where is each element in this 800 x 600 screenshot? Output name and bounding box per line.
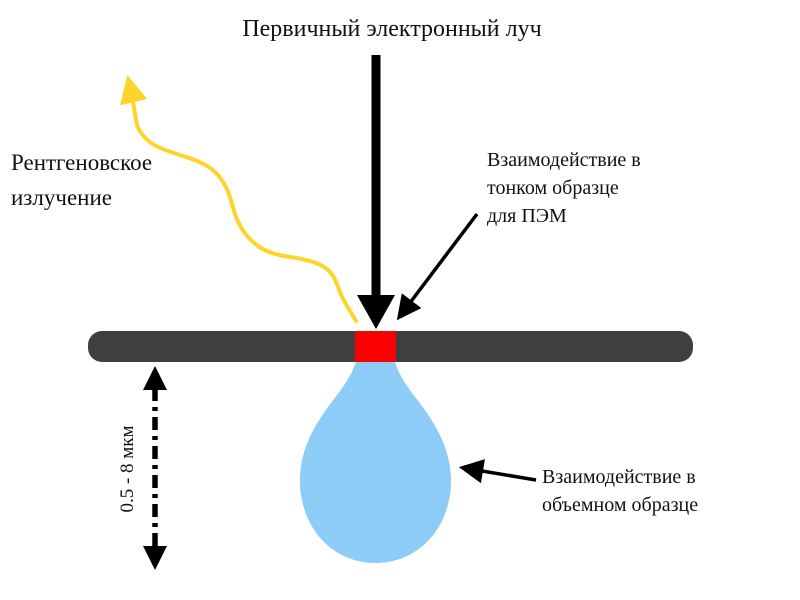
xray-wavy-arrow xyxy=(120,74,358,323)
beam-spot xyxy=(355,331,396,362)
thin-sample-label-line2: тонком образце xyxy=(487,177,619,199)
thin-sample-interaction-label: Взаимодействие в тонком образце для ПЭМ xyxy=(487,146,641,230)
depth-range-label: 0.5 - 8 мкм xyxy=(117,425,138,513)
depth-measure-arrowhead-down-icon xyxy=(143,546,167,570)
xray-radiation-label-line2: излучение xyxy=(11,185,112,210)
thin-sample-label-line3: для ПЭМ xyxy=(487,205,567,227)
bulk-pointer-arrow xyxy=(458,459,537,484)
bulk-sample-label-line1: Взаимодействие в xyxy=(542,466,696,488)
bulk-sample-label-line2: объемном образце xyxy=(542,494,699,516)
primary-beam-arrowhead-icon xyxy=(357,295,395,329)
xray-radiation-label-line1: Рентгеновское xyxy=(11,150,153,175)
xray-radiation-label: Рентгеновское излучение xyxy=(11,145,152,215)
diagram-title: Первичный электронный луч xyxy=(242,16,542,42)
depth-measure-arrowhead-up-icon xyxy=(143,366,167,390)
thin-sample-label-line1: Взаимодействие в xyxy=(487,149,641,171)
bulk-sample-interaction-label: Взаимодействие в объемном образце xyxy=(542,463,698,519)
tem-pointer-arrow xyxy=(396,212,479,321)
interaction-volume-drop xyxy=(299,362,452,563)
